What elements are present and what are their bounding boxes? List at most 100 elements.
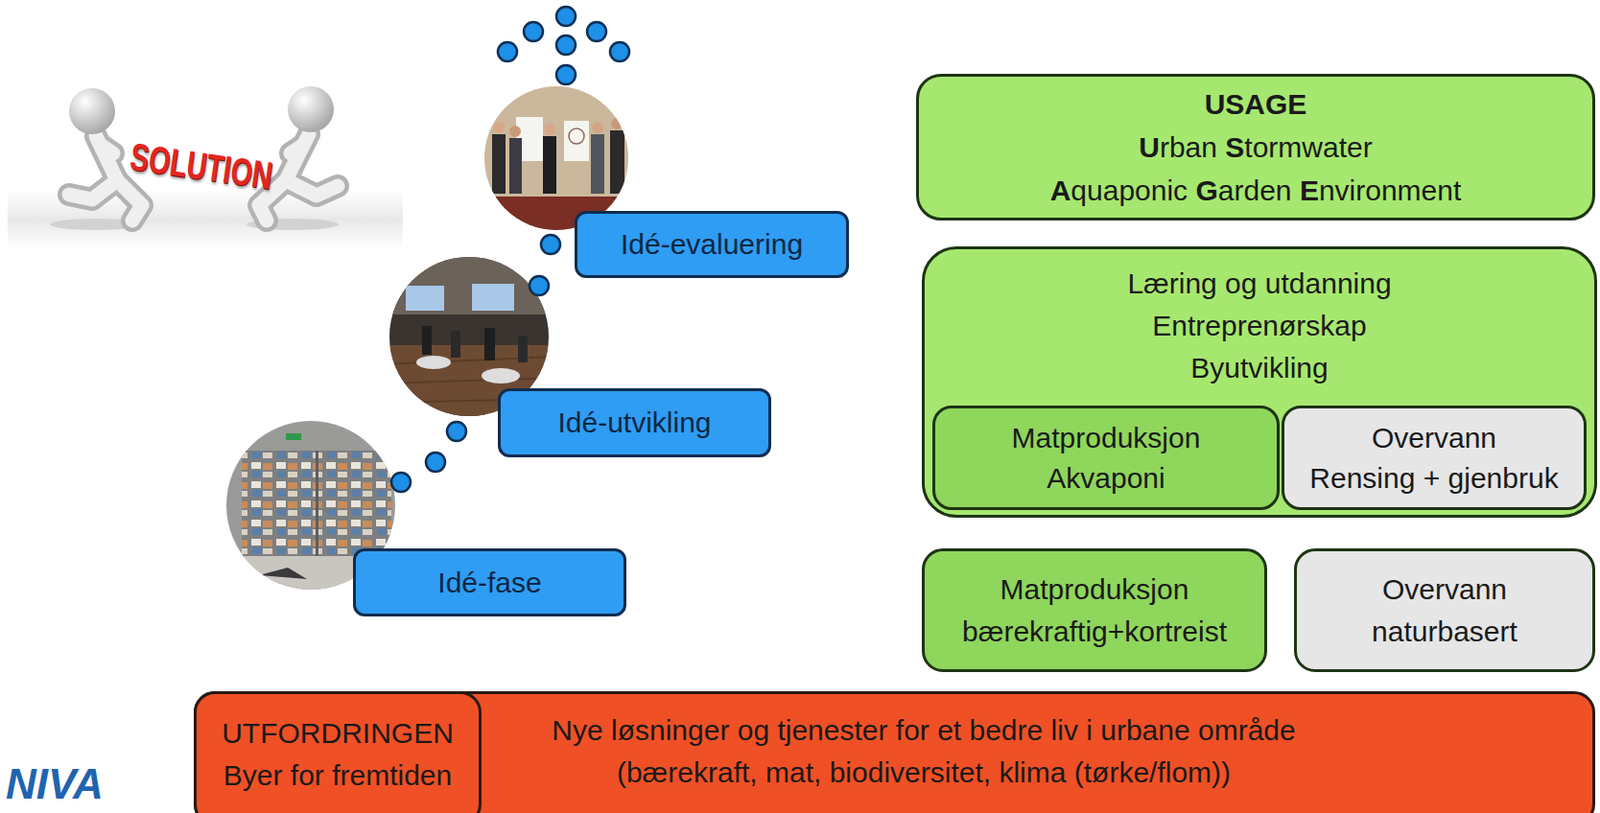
photo-idea <box>258 567 307 580</box>
solution-illustration <box>69 180 118 200</box>
solution-illustration <box>258 180 286 221</box>
text-part: G <box>1195 174 1218 207</box>
solution-illustration <box>285 180 338 196</box>
text-part: A <box>1050 174 1072 207</box>
text-group: UTFORDRINGENByer for fremtiden <box>221 712 454 798</box>
text-part: arden <box>1218 174 1293 207</box>
photo-evaluation <box>610 130 625 194</box>
photo-idea <box>285 433 302 441</box>
challenge-heading: UTFORDRINGENByer for fremtiden <box>193 691 482 813</box>
phase-box: Idé-fase <box>352 548 627 617</box>
solution-illustration <box>258 180 286 221</box>
solution-illustration <box>69 134 338 221</box>
theme-box: Læring og utdanningEntreprenørskapByutvi… <box>921 246 1598 518</box>
solution-illustration <box>101 145 114 154</box>
aquaponics-box: MatproduksjonAkvaponi <box>932 405 1280 511</box>
text-part <box>1292 174 1300 207</box>
photo-development <box>484 328 495 361</box>
text-group: Læring og utdanningEntreprenørskapByutvi… <box>1127 262 1391 390</box>
solution-illustration <box>95 136 118 181</box>
photo-evaluation <box>543 123 556 136</box>
title-box: USAGEUrban Stormwater Aquaponic Garden E… <box>916 73 1596 221</box>
bubble-dots <box>610 42 630 62</box>
photo-evaluation <box>611 117 623 130</box>
bubble-dots <box>587 22 607 42</box>
solution-illustration <box>117 180 142 221</box>
solution-illustration <box>7 86 403 250</box>
box-text: Byutvikling <box>1190 347 1328 390</box>
phase-box: Idé-utvikling <box>497 388 772 458</box>
box-heading: USAGE <box>1204 82 1308 126</box>
text-group: Nye løsninger og tjenester for et bedre … <box>482 709 1365 795</box>
bubble-dots <box>447 422 467 442</box>
box-text: Overvann <box>1382 568 1507 612</box>
bubble-dots <box>541 235 561 255</box>
photo-development <box>422 326 432 355</box>
bubble-dots <box>529 276 549 296</box>
solution-illustration <box>69 134 338 221</box>
text-group: Idé-fase <box>437 565 542 601</box>
stormwater-box: OvervannRensing + gjenbruk <box>1281 405 1587 511</box>
photo-evaluation <box>542 136 557 194</box>
photo-development <box>450 330 461 358</box>
box-text: Byer for fremtiden <box>223 754 452 798</box>
text-group: Overvannnaturbasert <box>1371 568 1518 654</box>
box-text: Entreprenørskap <box>1152 305 1366 348</box>
solution-illustration <box>290 145 303 154</box>
photo-evaluation <box>568 128 585 144</box>
bubble-dots <box>556 6 576 26</box>
photo-evaluation <box>492 134 506 194</box>
photo-evaluation <box>591 121 604 134</box>
solution-illustration <box>285 134 309 181</box>
text-part: tormwater <box>1244 131 1372 164</box>
phase-box: Idé-evaluering <box>574 211 849 279</box>
illustration-word: SOLUTION <box>128 137 276 195</box>
bubble-dots <box>556 35 576 55</box>
box-text: bærekraftig+kortreist <box>962 611 1227 654</box>
text-group: Idé-utvikling <box>557 405 711 441</box>
photo-evaluation <box>509 125 521 138</box>
box-text: Læring og utdanning <box>1127 262 1391 306</box>
bubble-dots <box>556 65 576 85</box>
photo-development <box>471 283 515 311</box>
box-text: Idé-utvikling <box>557 405 711 441</box>
stormwater-box: Overvannnaturbasert <box>1294 548 1596 673</box>
text-group: Idé-evaluering <box>620 227 803 262</box>
box-text: Nye løsninger og tjenester for et bedre … <box>551 709 1295 753</box>
box-text: UTFORDRINGEN <box>221 712 454 755</box>
photo-development <box>481 368 520 384</box>
solution-illustration <box>69 180 118 200</box>
solution-illustration <box>287 86 334 133</box>
photo-development <box>405 285 445 311</box>
photo-development <box>383 251 557 315</box>
solution-illustration <box>95 136 118 181</box>
text-group: USAGEUrban Stormwater Aquaponic Garden E… <box>1050 82 1462 212</box>
photo-idea <box>315 450 319 557</box>
solution-illustration <box>290 145 303 154</box>
box-text: Rensing + gjenbruk <box>1309 458 1558 499</box>
box-text: Idé-evaluering <box>620 227 803 262</box>
box-text: Matproduksjon <box>1011 418 1201 459</box>
photo-idea <box>241 450 392 557</box>
text-part <box>1217 131 1225 164</box>
bubble-dots <box>523 22 543 42</box>
box-text: Idé-fase <box>437 565 542 601</box>
photo-evaluation <box>564 120 589 162</box>
photo-development <box>416 355 451 370</box>
box-text: Matproduksjon <box>1000 568 1190 612</box>
text-part: U <box>1138 131 1160 164</box>
box-text: Overvann <box>1371 418 1497 459</box>
logo-text: NIVA <box>5 763 104 806</box>
text-part: quaponic <box>1070 174 1188 207</box>
box-text: naturbasert <box>1371 611 1518 654</box>
solution-illustration <box>117 180 142 221</box>
text-part <box>1187 174 1196 207</box>
photo-evaluation <box>493 121 505 134</box>
text-part: E <box>1299 174 1319 207</box>
photo-evaluation <box>590 134 605 194</box>
text-group: MatproduksjonAkvaponi <box>1011 418 1201 499</box>
bubble-dots <box>497 42 518 62</box>
solution-illustration <box>285 180 338 196</box>
challenge-band: Nye løsninger og tjenester for et bedre … <box>193 691 1596 813</box>
